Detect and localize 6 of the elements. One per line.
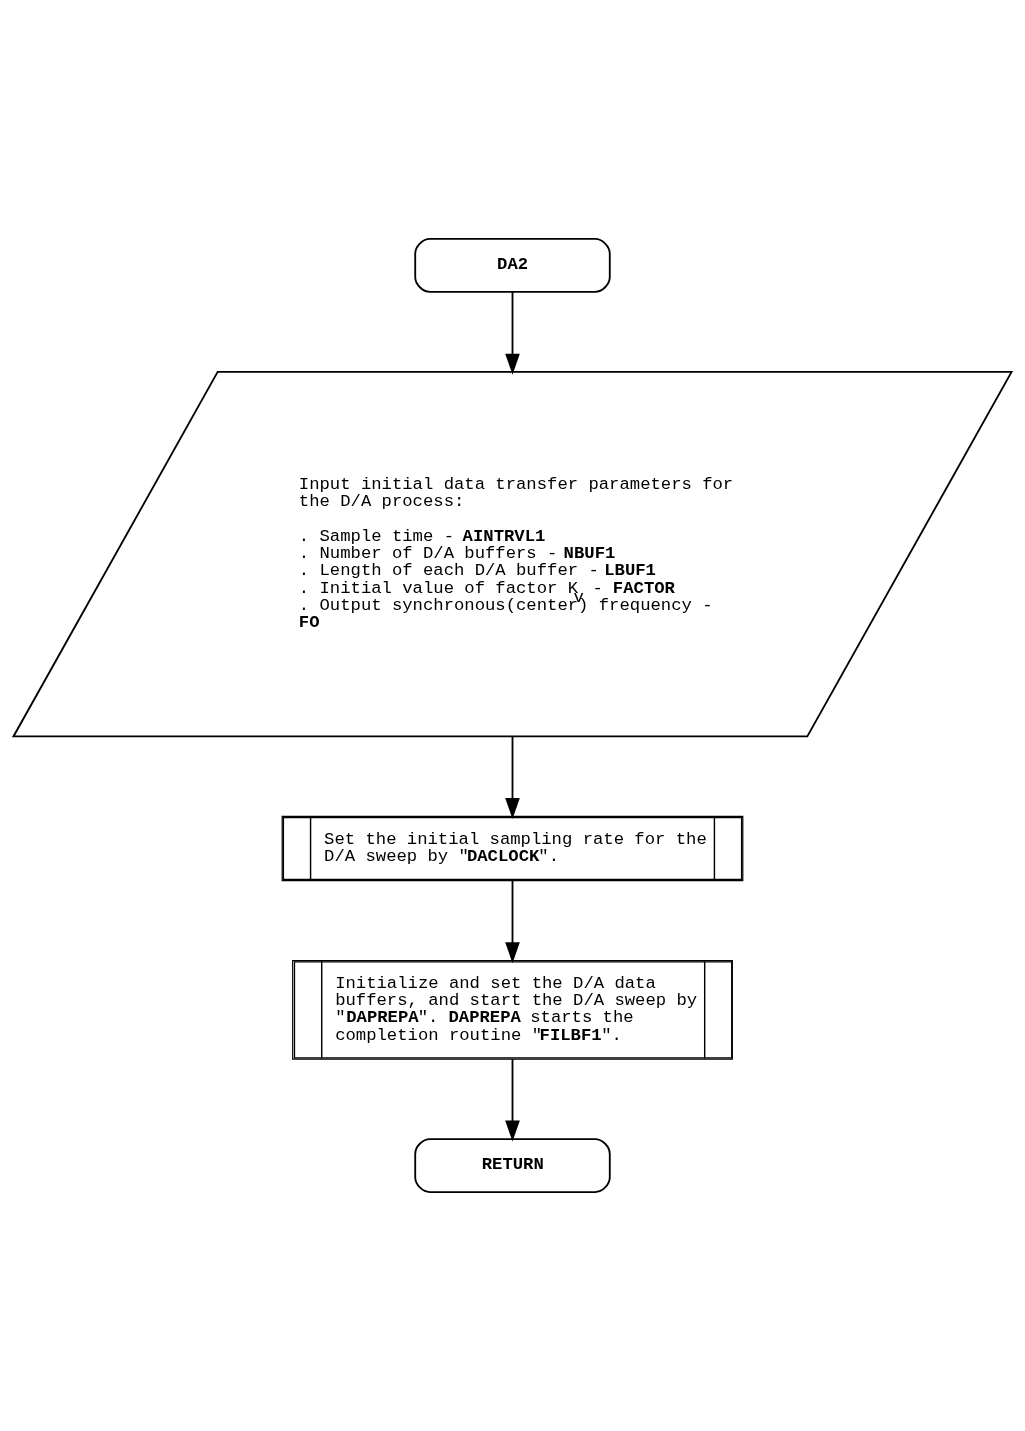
arrow bbox=[505, 879, 520, 964]
node-box: RETURN bbox=[414, 1138, 611, 1193]
arrow bbox=[505, 735, 520, 819]
node-box: DA2 bbox=[414, 238, 611, 293]
arrow bbox=[505, 1058, 520, 1142]
arrow bbox=[505, 291, 520, 375]
